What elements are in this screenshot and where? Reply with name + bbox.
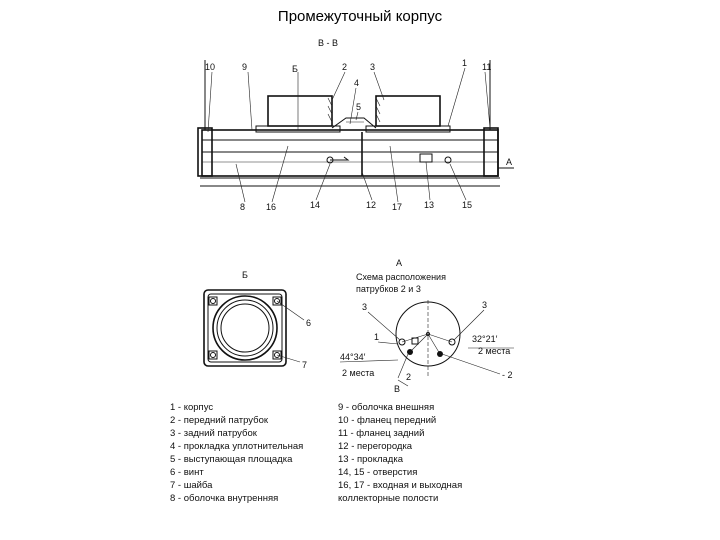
callout-12: 12	[366, 200, 376, 210]
screws	[208, 296, 282, 360]
callout-b-section: Б	[292, 64, 298, 74]
legend-item: 8 - оболочка внутренняя	[170, 493, 278, 504]
callout-2: 2	[342, 62, 347, 72]
pipe-2-right	[437, 351, 443, 357]
legend-item: 11 - фланец задний	[338, 428, 424, 439]
callout-3-right: 3	[482, 300, 487, 310]
view-a-label: А	[396, 258, 402, 268]
front-pipe	[267, 95, 333, 127]
scheme-caption-1: Схема расположения	[356, 272, 446, 282]
legend-item: 4 - прокладка уплотнительная	[170, 441, 303, 452]
legend-item: 5 - выступающая площадка	[170, 454, 293, 465]
callout-3-left: 3	[362, 302, 367, 312]
callout-2-right: - 2	[502, 370, 513, 380]
view-b-label: Б	[242, 270, 248, 280]
pipe-circle-outer	[212, 295, 278, 361]
legend-right: 9 - оболочка внешняя 10 - фланец передни…	[338, 402, 462, 504]
pipe-3-left	[398, 338, 406, 346]
legend-item: 12 - перегородка	[338, 441, 413, 452]
view-a: А Схема расположения патрубков 2 и 3 3 3…	[339, 258, 514, 394]
places-left: 2 места	[342, 368, 374, 378]
flange-square	[203, 289, 287, 367]
callout-15: 15	[462, 200, 472, 210]
callout-2-bottom: 2	[406, 372, 411, 382]
rear-pipe	[375, 95, 441, 127]
pipe-2-left	[407, 349, 413, 355]
gasket-13	[419, 153, 433, 163]
callout-3: 3	[370, 62, 375, 72]
legend-item: 7 - шайба	[170, 480, 213, 491]
legend-item: 9 - оболочка внешняя	[338, 402, 434, 413]
callout-10: 10	[205, 62, 215, 72]
legend-item: 14, 15 - отверстия	[338, 467, 417, 478]
callout-7: 7	[302, 360, 307, 370]
callout-9: 9	[242, 62, 247, 72]
section-label: В - В	[318, 38, 338, 48]
callout-1-scheme: 1	[374, 332, 379, 342]
legend-left: 1 - корпус 2 - передний патрубок 3 - зад…	[170, 402, 303, 504]
casing-outline	[201, 129, 499, 177]
legend-item: 3 - задний патрубок	[170, 428, 258, 439]
section-view: В - В	[197, 38, 514, 212]
angle-right: 32°21′	[472, 334, 498, 344]
angle-left: 44°34′	[340, 352, 366, 362]
legend-item: 16, 17 - входная и выходная	[338, 480, 462, 491]
callout-11: 11	[482, 62, 491, 72]
callout-1: 1	[462, 58, 467, 68]
legend-item: 1 - корпус	[170, 402, 213, 413]
hole-15	[444, 156, 452, 164]
pipe-3-right	[448, 338, 456, 346]
scheme-caption-2: патрубков 2 и 3	[356, 284, 421, 294]
callout-v: В	[394, 384, 400, 394]
callout-6: 6	[306, 318, 311, 328]
callout-16: 16	[266, 202, 276, 212]
places-right: 2 места	[478, 346, 510, 356]
rear-flange	[483, 127, 499, 177]
slide-title: Промежуточный корпус	[277, 8, 443, 25]
callout-5: 5	[356, 102, 361, 112]
callout-8: 8	[240, 202, 245, 212]
legend-item: 13 - прокладка	[338, 454, 404, 465]
callout-a: А	[506, 157, 512, 167]
legend-item: 10 - фланец передний	[338, 415, 436, 426]
callout-4: 4	[354, 78, 359, 88]
callout-17: 17	[392, 202, 402, 212]
legend-item: коллекторные полости	[338, 493, 438, 504]
callout-14: 14	[310, 200, 320, 210]
legend-item: 6 - винт	[170, 467, 204, 478]
callout-13: 13	[424, 200, 434, 210]
legend-item: 2 - передний патрубок	[170, 415, 269, 426]
view-b: Б 6 7	[203, 270, 311, 370]
